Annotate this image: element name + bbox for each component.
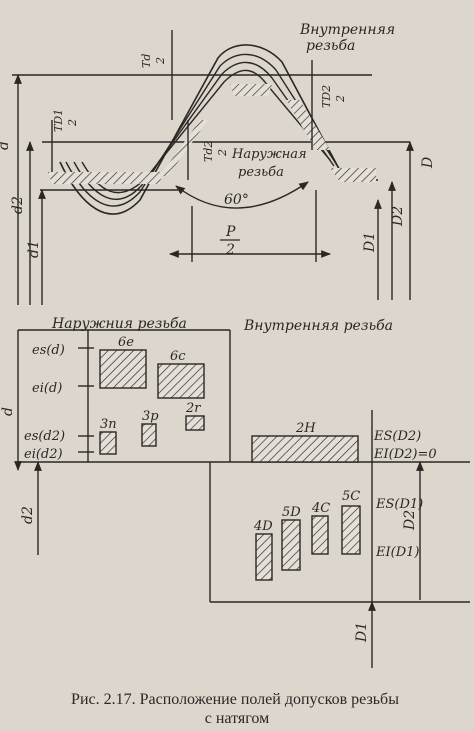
dim-d1-label: d1 [26, 240, 42, 258]
field-2H [251, 435, 359, 463]
tolerance-labels: Наружния резьба Внутренняя резьба es(d) … [0, 316, 437, 643]
axis-d-label: d [0, 407, 16, 416]
field-label-5D: 5D [282, 505, 301, 520]
angle-label: 60° [224, 192, 249, 208]
angle-arc [175, 181, 309, 209]
svg-text:2: 2 [216, 149, 229, 157]
field-label-5C: 5C [342, 489, 360, 504]
label-es-d: es(d) [32, 343, 65, 358]
td2-half-label: TD2 2 [320, 85, 347, 108]
dim-D2-label: D2 [390, 206, 406, 227]
field-6e [99, 349, 147, 389]
caption-line-1: Рис. 2.17. Расположение полей допусков р… [71, 691, 399, 708]
label-EI-D1: EI(D1) [375, 545, 419, 560]
td-half-label: Td 2 [140, 54, 167, 68]
axis-d2-label: d2 [20, 506, 36, 524]
field-4C [311, 515, 329, 555]
pitch-half-num: P [225, 224, 236, 240]
field-5C [341, 505, 361, 555]
svg-text:TD2: TD2 [320, 85, 333, 108]
field-label-2H: 2H [295, 421, 316, 436]
profile-hatch-bottom-left [48, 172, 162, 184]
internal-thread-outline [59, 44, 378, 215]
profile-hatch-left [160, 120, 208, 176]
caption-line-2: с натягом [204, 710, 270, 727]
dim-d-label: d [0, 141, 12, 150]
figure-caption: Рис. 2.17. Расположение полей допусков р… [0, 690, 474, 728]
thread-tolerance-figure: Внутренняя резьба Наружная резьба 60° P … [0, 22, 470, 668]
svg-text:TD1: TD1 [52, 109, 65, 132]
profile-hatch-bottom-right [330, 168, 376, 182]
external-thread-label-2: резьба [238, 165, 284, 180]
dim-d2-label: d2 [10, 196, 26, 214]
dim-D1-label: D1 [362, 232, 378, 253]
external-title: Наружния резьба [51, 316, 187, 332]
internal-thread-label-2: резьба [306, 38, 355, 54]
axis-D2-label: D2 [402, 510, 418, 531]
label-EI-D2: EI(D2)=0 [373, 447, 437, 462]
label-ES-D1: ES(D1) [375, 497, 423, 512]
field-label-4C: 4C [311, 501, 330, 516]
pitch-half-den: 2 [225, 242, 235, 258]
thread-profile-labels: Внутренняя резьба Наружная резьба 60° P … [0, 22, 436, 258]
field-label-6c: 6c [170, 349, 186, 364]
profile-line-3 [73, 61, 335, 200]
label-ES-D2: ES(D2) [373, 429, 421, 444]
label-ei-d: ei(d) [32, 381, 62, 396]
internal-title: Внутренняя резьба [243, 318, 393, 334]
svg-text:Td2: Td2 [202, 141, 215, 162]
field-label-4D: 4D [253, 519, 273, 534]
td1-half-label: TD1 2 [52, 109, 79, 132]
svg-text:Td: Td [140, 54, 153, 68]
field-4D [255, 533, 273, 581]
label-ei-d2: ei(d2) [24, 447, 63, 462]
field-3p [141, 423, 157, 447]
field-label-3p: 3p [142, 409, 159, 424]
thread-profile-diagram [12, 30, 414, 305]
svg-text:2: 2 [154, 57, 167, 65]
internal-thread-label-1: Внутренняя [299, 22, 395, 38]
field-label-3n: 3n [100, 417, 117, 432]
td2e-half-label: Td2 2 [202, 141, 229, 162]
field-3n [99, 431, 117, 455]
external-thread-outline [65, 53, 341, 207]
profile-hatch-top [230, 84, 272, 96]
tolerance-fields-diagram [14, 329, 470, 668]
svg-text:2: 2 [66, 119, 79, 127]
field-5D [281, 519, 301, 571]
dim-D-label: D [420, 157, 436, 169]
profile-hatch-right [286, 100, 330, 150]
field-6c [157, 363, 205, 399]
field-label-6e: 6e [118, 335, 134, 350]
axis-D1-label: D1 [354, 622, 370, 643]
svg-text:2: 2 [334, 95, 347, 103]
field-2r [185, 415, 205, 431]
field-label-2r: 2r [185, 401, 201, 416]
external-thread-label-1: Наружная [231, 147, 307, 162]
label-es-d2: es(d2) [24, 429, 65, 444]
